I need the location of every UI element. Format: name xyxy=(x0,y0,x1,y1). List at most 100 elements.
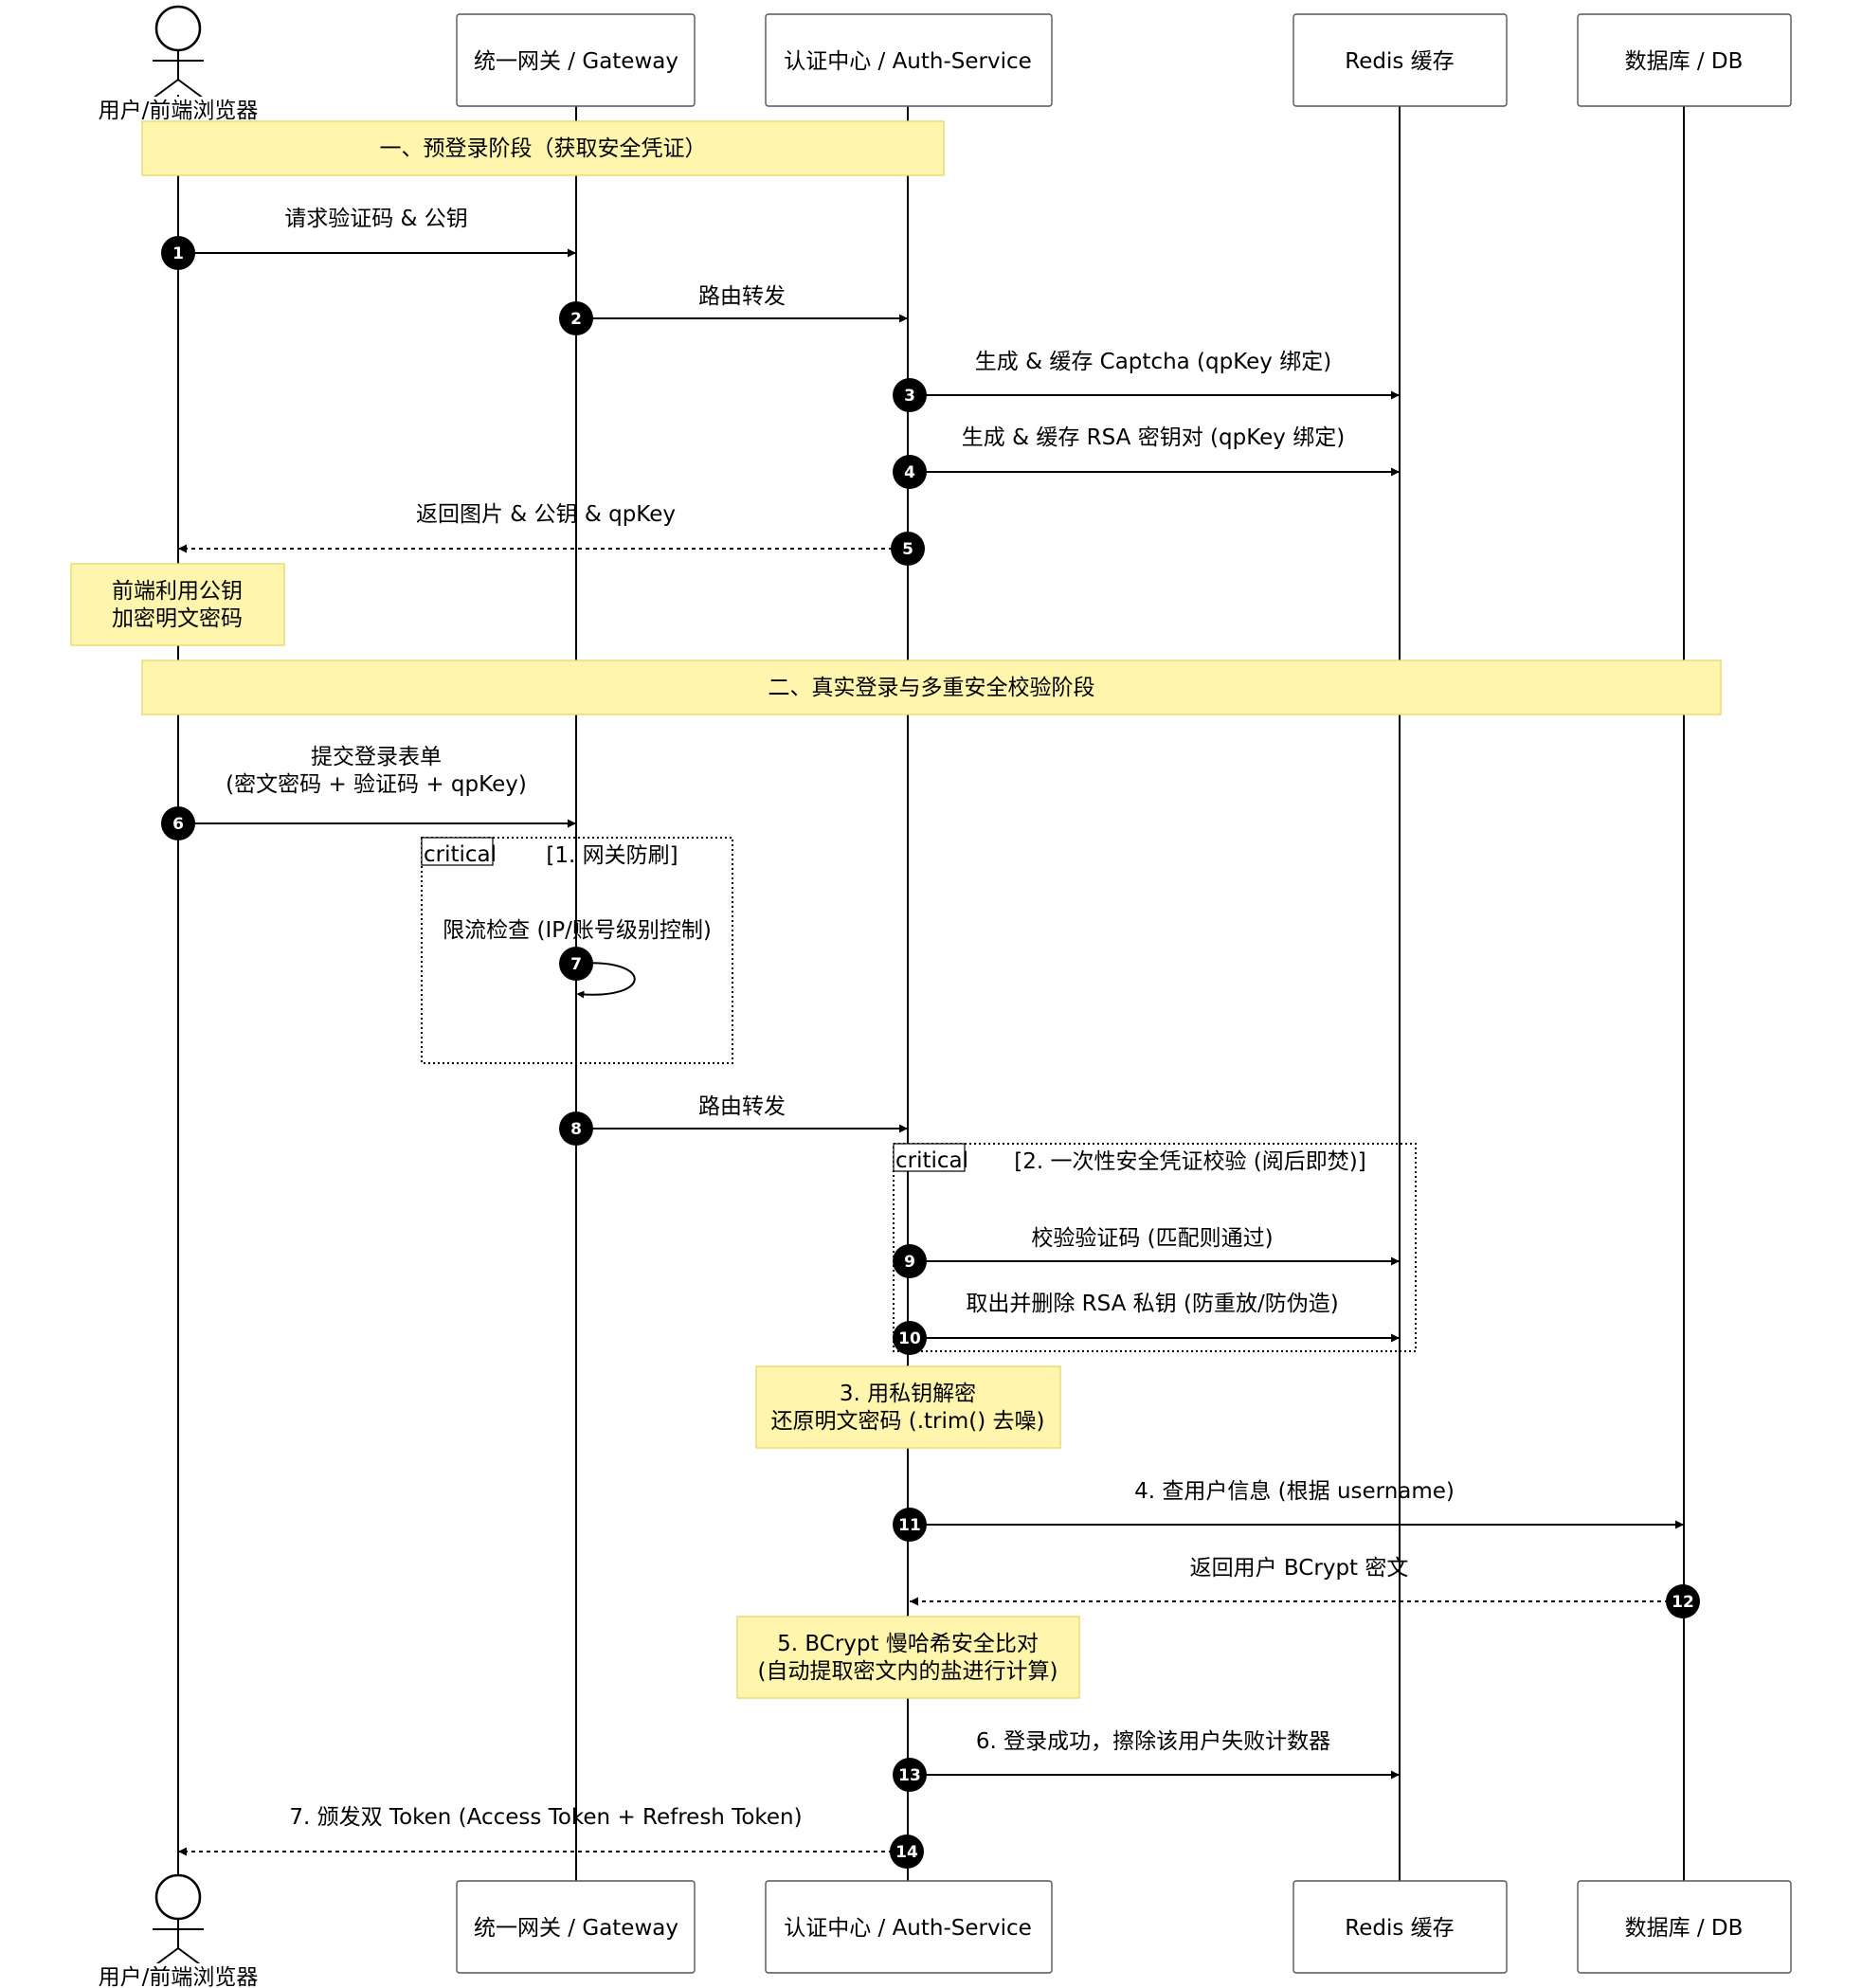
step-1-badge xyxy=(161,236,195,270)
step-4-number: 4 xyxy=(904,463,915,482)
message-13: 6. 登录成功，擦除该用户失败计数器 13 xyxy=(893,1729,1400,1792)
user-icon xyxy=(152,5,205,99)
user-actor-top: 用户/前端浏览器 xyxy=(99,5,259,123)
phase-1-title: 一、预登录阶段（获取安全凭证） xyxy=(380,136,707,161)
note-bcrypt: 5. BCrypt 慢哈希安全比对 (自动提取密文内的盐进行计算) xyxy=(736,1616,1080,1699)
auth-participant-top: 认证中心 / Auth-Service xyxy=(765,13,1053,107)
message-7: 限流检查 (IP/账号级别控制) 7 xyxy=(443,918,712,999)
db-label-top: 数据库 / DB xyxy=(1625,49,1744,74)
step-14-badge xyxy=(890,1834,924,1869)
message-3-label: 生成 & 缓存 Captcha (qpKey 绑定) xyxy=(975,350,1331,374)
message-1-label: 请求验证码 & 公钥 xyxy=(284,207,468,231)
step-2-number: 2 xyxy=(570,310,582,329)
message-9-label: 校验验证码 (匹配则通过) xyxy=(1031,1226,1273,1251)
gateway-participant-top: 统一网关 / Gateway xyxy=(456,13,696,107)
note-bcrypt-line-2: (自动提取密文内的盐进行计算) xyxy=(758,1659,1058,1684)
redis-label-top: Redis 缓存 xyxy=(1345,49,1454,74)
message-9: 校验验证码 (匹配则通过) 9 xyxy=(893,1226,1400,1278)
step-8-badge xyxy=(559,1111,593,1146)
message-6: 提交登录表单 (密文密码 + 验证码 + qpKey) 6 xyxy=(161,745,576,840)
note-bcrypt-line-1: 5. BCrypt 慢哈希安全比对 xyxy=(777,1632,1039,1656)
note-encrypt-line-1: 前端利用公钥 xyxy=(112,579,243,604)
db-participant-bottom: 数据库 / DB xyxy=(1577,1880,1792,1974)
step-9-badge xyxy=(893,1244,927,1278)
step-1-number: 1 xyxy=(172,244,184,263)
step-7-number: 7 xyxy=(570,955,582,974)
step-13-badge xyxy=(893,1758,927,1792)
message-2-label: 路由转发 xyxy=(698,284,786,309)
message-2: 路由转发 2 xyxy=(559,284,908,335)
phase-2-title: 二、真实登录与多重安全校验阶段 xyxy=(768,676,1095,700)
message-13-label: 6. 登录成功，擦除该用户失败计数器 xyxy=(976,1729,1330,1754)
message-4-label: 生成 & 缓存 RSA 密钥对 (qpKey 绑定) xyxy=(962,425,1345,450)
message-12: 返回用户 BCrypt 密文 12 xyxy=(910,1556,1700,1618)
phase-1-banner: 一、预登录阶段（获取安全凭证） xyxy=(141,120,945,176)
step-3-badge xyxy=(893,378,927,412)
step-5-badge xyxy=(891,532,925,566)
db-label-bottom: 数据库 / DB xyxy=(1625,1916,1744,1941)
critical-frame-auth-tag: critical xyxy=(895,1148,968,1173)
redis-participant-bottom: Redis 缓存 xyxy=(1293,1880,1508,1974)
step-6-badge xyxy=(161,806,195,840)
note-decrypt-line-2: 还原明文密码 (.trim() 去噪) xyxy=(770,1409,1044,1434)
message-7-self-arrow xyxy=(575,962,636,999)
auth-participant-bottom: 认证中心 / Auth-Service xyxy=(765,1880,1053,1974)
message-1: 请求验证码 & 公钥 1 xyxy=(161,207,576,270)
critical-frame-gateway: critical [1. 网关防刷] xyxy=(421,837,733,1064)
message-4: 生成 & 缓存 RSA 密钥对 (qpKey 绑定) 4 xyxy=(893,425,1400,489)
critical-frame-gateway-title: [1. 网关防刷] xyxy=(546,843,678,868)
user-icon-bottom xyxy=(152,1873,205,1968)
message-11: 4. 查用户信息 (根据 username) 11 xyxy=(893,1479,1684,1542)
message-7-label: 限流检查 (IP/账号级别控制) xyxy=(443,918,712,943)
message-3: 生成 & 缓存 Captcha (qpKey 绑定) 3 xyxy=(893,350,1400,412)
message-8: 路由转发 8 xyxy=(559,1094,908,1146)
user-label-bottom: 用户/前端浏览器 xyxy=(99,1965,259,1988)
message-6-label-line-2: (密文密码 + 验证码 + qpKey) xyxy=(226,772,527,797)
step-9-number: 9 xyxy=(904,1253,915,1272)
message-11-label: 4. 查用户信息 (根据 username) xyxy=(1134,1479,1455,1504)
gateway-participant-bottom: 统一网关 / Gateway xyxy=(456,1880,696,1974)
message-14-label: 7. 颁发双 Token (Access Token + Refresh Tok… xyxy=(289,1805,802,1830)
note-encrypt: 前端利用公钥 加密明文密码 xyxy=(70,563,285,646)
step-14-number: 14 xyxy=(895,1843,918,1862)
critical-frame-auth: critical [2. 一次性安全凭证校验 (阅后即焚)] xyxy=(893,1143,1417,1352)
note-decrypt-line-1: 3. 用私钥解密 xyxy=(840,1382,976,1406)
user-actor-bottom: 用户/前端浏览器 xyxy=(99,1873,259,1988)
step-12-badge xyxy=(1666,1584,1700,1618)
step-3-number: 3 xyxy=(904,387,915,406)
message-12-label: 返回用户 BCrypt 密文 xyxy=(1190,1556,1409,1581)
step-5-number: 5 xyxy=(902,540,913,559)
step-11-badge xyxy=(893,1508,927,1542)
auth-label-top: 认证中心 / Auth-Service xyxy=(784,49,1032,74)
auth-label-bottom: 认证中心 / Auth-Service xyxy=(784,1916,1032,1941)
message-5-label: 返回图片 & 公钥 & qpKey xyxy=(416,502,676,527)
gateway-label-bottom: 统一网关 / Gateway xyxy=(474,1916,678,1941)
message-10-label: 取出并删除 RSA 私钥 (防重放/防伪造) xyxy=(966,1292,1338,1316)
phase-2-banner: 二、真实登录与多重安全校验阶段 xyxy=(141,660,1722,715)
step-8-number: 8 xyxy=(570,1120,582,1139)
step-13-number: 13 xyxy=(898,1766,921,1785)
step-6-number: 6 xyxy=(172,815,184,834)
note-encrypt-line-2: 加密明文密码 xyxy=(112,606,243,631)
step-10-badge xyxy=(893,1321,927,1355)
redis-label-bottom: Redis 缓存 xyxy=(1345,1916,1454,1941)
message-8-label: 路由转发 xyxy=(698,1094,786,1119)
redis-participant-top: Redis 缓存 xyxy=(1293,13,1508,107)
step-4-badge xyxy=(893,455,927,489)
critical-frame-auth-title: [2. 一次性安全凭证校验 (阅后即焚)] xyxy=(1014,1149,1365,1174)
step-10-number: 10 xyxy=(898,1329,921,1348)
message-10: 取出并删除 RSA 私钥 (防重放/防伪造) 10 xyxy=(893,1292,1400,1355)
user-label-top: 用户/前端浏览器 xyxy=(99,99,259,123)
message-6-label-line-1: 提交登录表单 xyxy=(311,745,442,769)
step-11-number: 11 xyxy=(898,1516,921,1535)
db-participant-top: 数据库 / DB xyxy=(1577,13,1792,107)
step-7-badge xyxy=(559,947,593,981)
gateway-label-top: 统一网关 / Gateway xyxy=(474,49,678,74)
critical-frame-gateway-tag: critical xyxy=(424,842,497,867)
step-2-badge xyxy=(559,301,593,335)
message-14: 7. 颁发双 Token (Access Token + Refresh Tok… xyxy=(178,1805,924,1869)
message-5: 返回图片 & 公钥 & qpKey 5 xyxy=(178,502,925,566)
note-decrypt: 3. 用私钥解密 还原明文密码 (.trim() 去噪) xyxy=(755,1365,1061,1449)
step-12-number: 12 xyxy=(1672,1593,1694,1612)
